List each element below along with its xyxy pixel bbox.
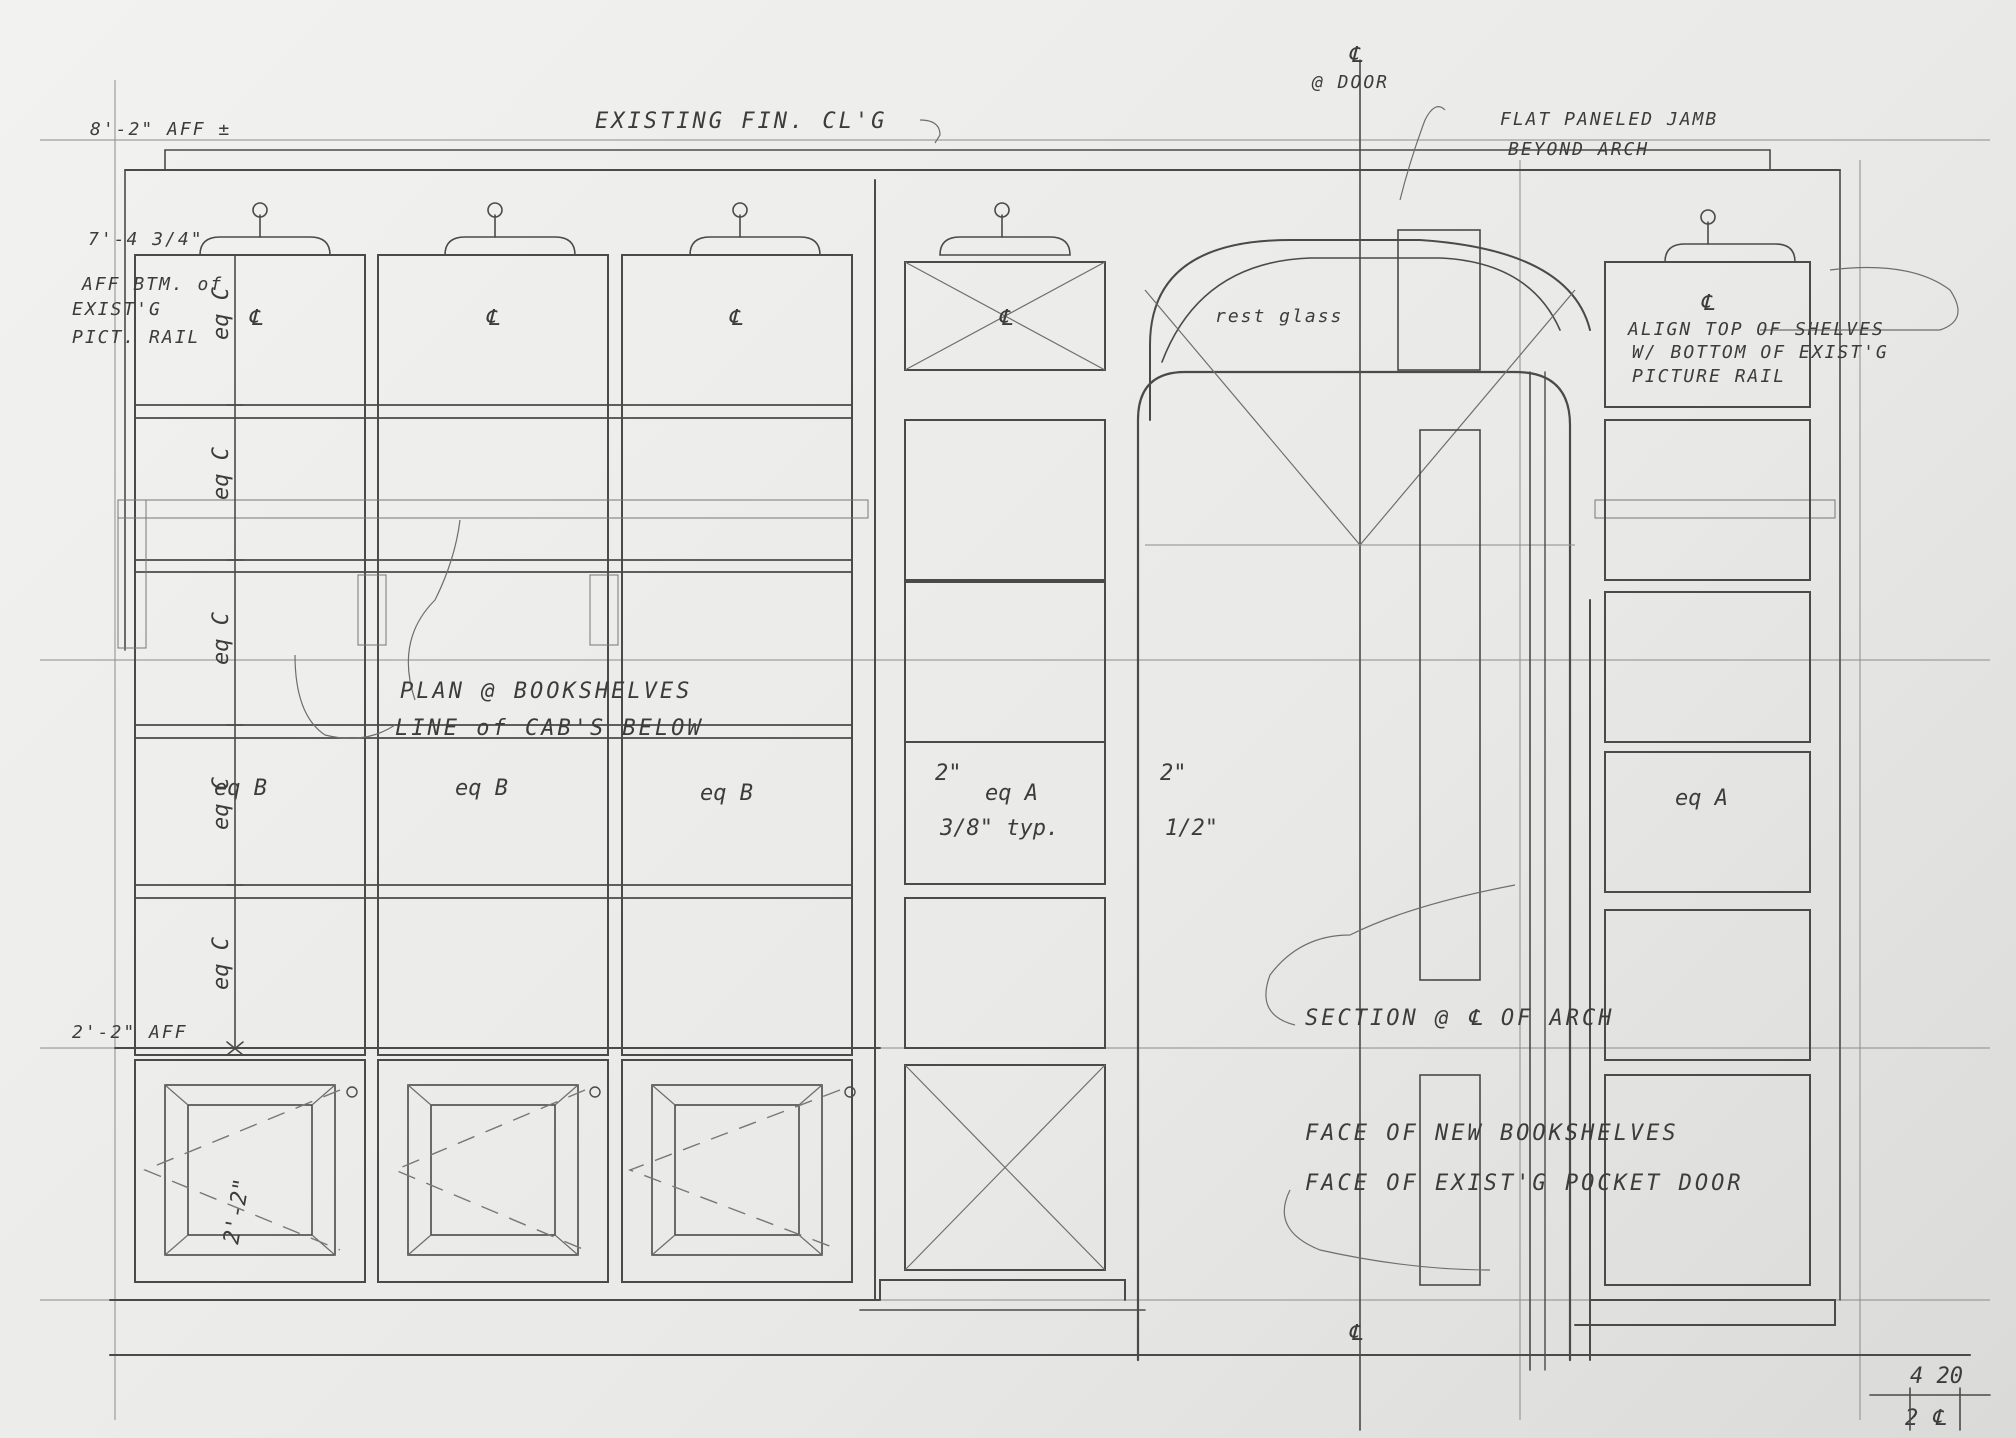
note-section: SECTION @ ℄ OF ARCH xyxy=(1305,1006,1615,1031)
dim-typ: 3/8" typ. xyxy=(939,816,1059,841)
eq-c-2: eq C xyxy=(209,446,234,500)
centerline-markers: ℄ ℄ ℄ ℄ ℄ ℄ ℄ xyxy=(248,43,1715,1346)
note-ceiling: EXISTING FIN. CL'G xyxy=(595,109,887,134)
eq-a-1: eq A xyxy=(985,781,1038,806)
dimension-ticks xyxy=(226,254,1991,1431)
note-height-base: 2'-2" AFF xyxy=(72,1022,188,1043)
eq-c-4: eq C xyxy=(209,776,234,830)
cabinet-doors xyxy=(143,1084,856,1256)
note-face-new: FACE OF NEW BOOKSHELVES xyxy=(1305,1121,1679,1146)
arched-doorway xyxy=(1136,59,1591,1431)
dim-2in-b: 2" xyxy=(1160,761,1187,786)
eq-b-1: eq B xyxy=(214,776,267,801)
note-align-2: W/ BOTTOM OF EXIST'G xyxy=(1632,342,1889,363)
note-plan-2: LINE of CAB'S BELOW xyxy=(395,716,704,741)
cl-bay-4: ℄ xyxy=(998,306,1013,331)
cl-mark-bottom: ℄ xyxy=(1348,1321,1363,1346)
eq-b-2: eq B xyxy=(455,776,508,801)
construction-lines xyxy=(40,80,1990,1420)
cl-bay-5: ℄ xyxy=(1700,291,1715,316)
cl-bay-3: ℄ xyxy=(728,306,743,331)
note-height-top: 8'-2" AFF ± xyxy=(90,119,231,140)
note-door-ref: @ DOOR xyxy=(1311,72,1389,93)
ceiling-line xyxy=(124,149,1841,1301)
dim-half: 1/2" xyxy=(1165,816,1218,841)
leader-lines xyxy=(294,106,1959,1271)
cl-bay-2: ℄ xyxy=(485,306,500,331)
note-plan-1: PLAN @ BOOKSHELVES xyxy=(400,679,692,704)
sheet-no-2: 2 ℄ xyxy=(1905,1406,1946,1431)
note-rail-2: EXIST'G xyxy=(72,299,162,320)
note-align-3: PICTURE RAIL xyxy=(1632,366,1786,387)
cl-bay-1: ℄ xyxy=(248,306,263,331)
eq-a-2: eq A xyxy=(1675,786,1728,811)
cl-mark-top: ℄ xyxy=(1348,43,1363,68)
sheet-no-1: 4 20 xyxy=(1910,1364,1963,1389)
note-align-1: ALIGN TOP OF SHELVES xyxy=(1627,319,1885,340)
picture-lights xyxy=(199,202,1796,263)
note-rail-1: AFF BTM. of xyxy=(81,274,223,295)
note-height-rail: 7'-4 3/4" xyxy=(88,229,204,250)
eq-c-1: eq C xyxy=(209,286,234,340)
eq-b-3: eq B xyxy=(700,781,753,806)
eq-c-3: eq C xyxy=(209,611,234,665)
note-jamb-1: FLAT PANELED JAMB xyxy=(1500,109,1718,130)
annotations: EXISTING FIN. CL'G 8'-2" AFF ± 7'-4 3/4"… xyxy=(72,72,1963,1431)
bookcase-middle xyxy=(859,179,1146,1311)
note-jamb-2: BEYOND ARCH xyxy=(1508,139,1649,160)
note-glass: rest glass xyxy=(1215,306,1343,327)
eq-c-5: eq C xyxy=(209,936,234,990)
note-rail-3: PICT. RAIL xyxy=(72,327,200,348)
dim-2in-a: 2" xyxy=(935,761,962,786)
note-face-exist: FACE OF EXIST'G POCKET DOOR xyxy=(1305,1171,1744,1196)
bookcase-right xyxy=(1574,261,1836,1326)
plan-hatch xyxy=(117,499,1836,649)
